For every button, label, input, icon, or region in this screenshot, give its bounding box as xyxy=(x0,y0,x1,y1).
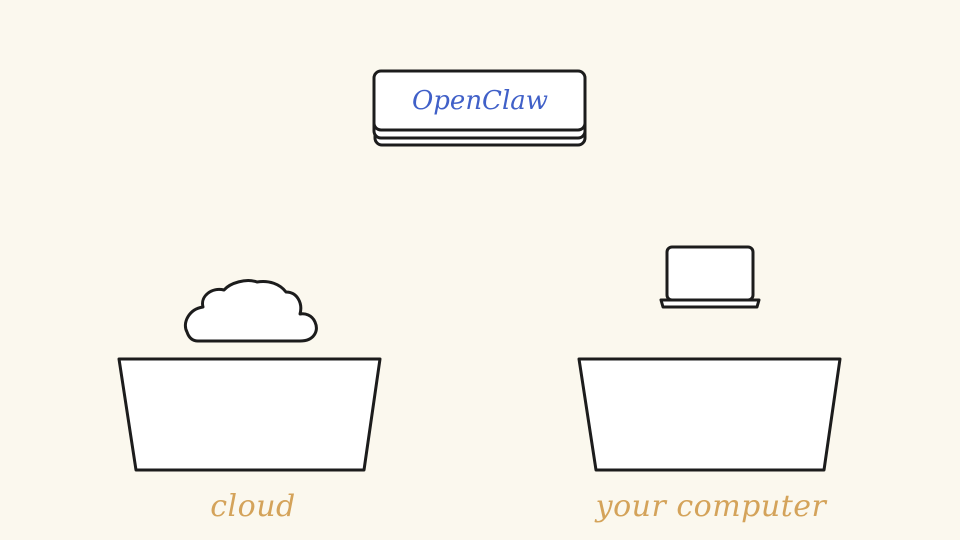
laptop-base xyxy=(659,298,761,309)
laptop-screen xyxy=(665,245,755,302)
your-computer-label: your computer xyxy=(595,489,827,524)
cloud-tray xyxy=(117,357,382,472)
openclaw-card-top-layer xyxy=(372,69,587,132)
your-computer-tray xyxy=(577,357,842,472)
cloud-icon xyxy=(183,279,318,343)
openclaw-label: OpenClaw xyxy=(411,86,549,116)
openclaw-card-stack xyxy=(372,69,587,147)
cloud-label: cloud xyxy=(210,489,296,524)
laptop-icon xyxy=(659,245,761,309)
